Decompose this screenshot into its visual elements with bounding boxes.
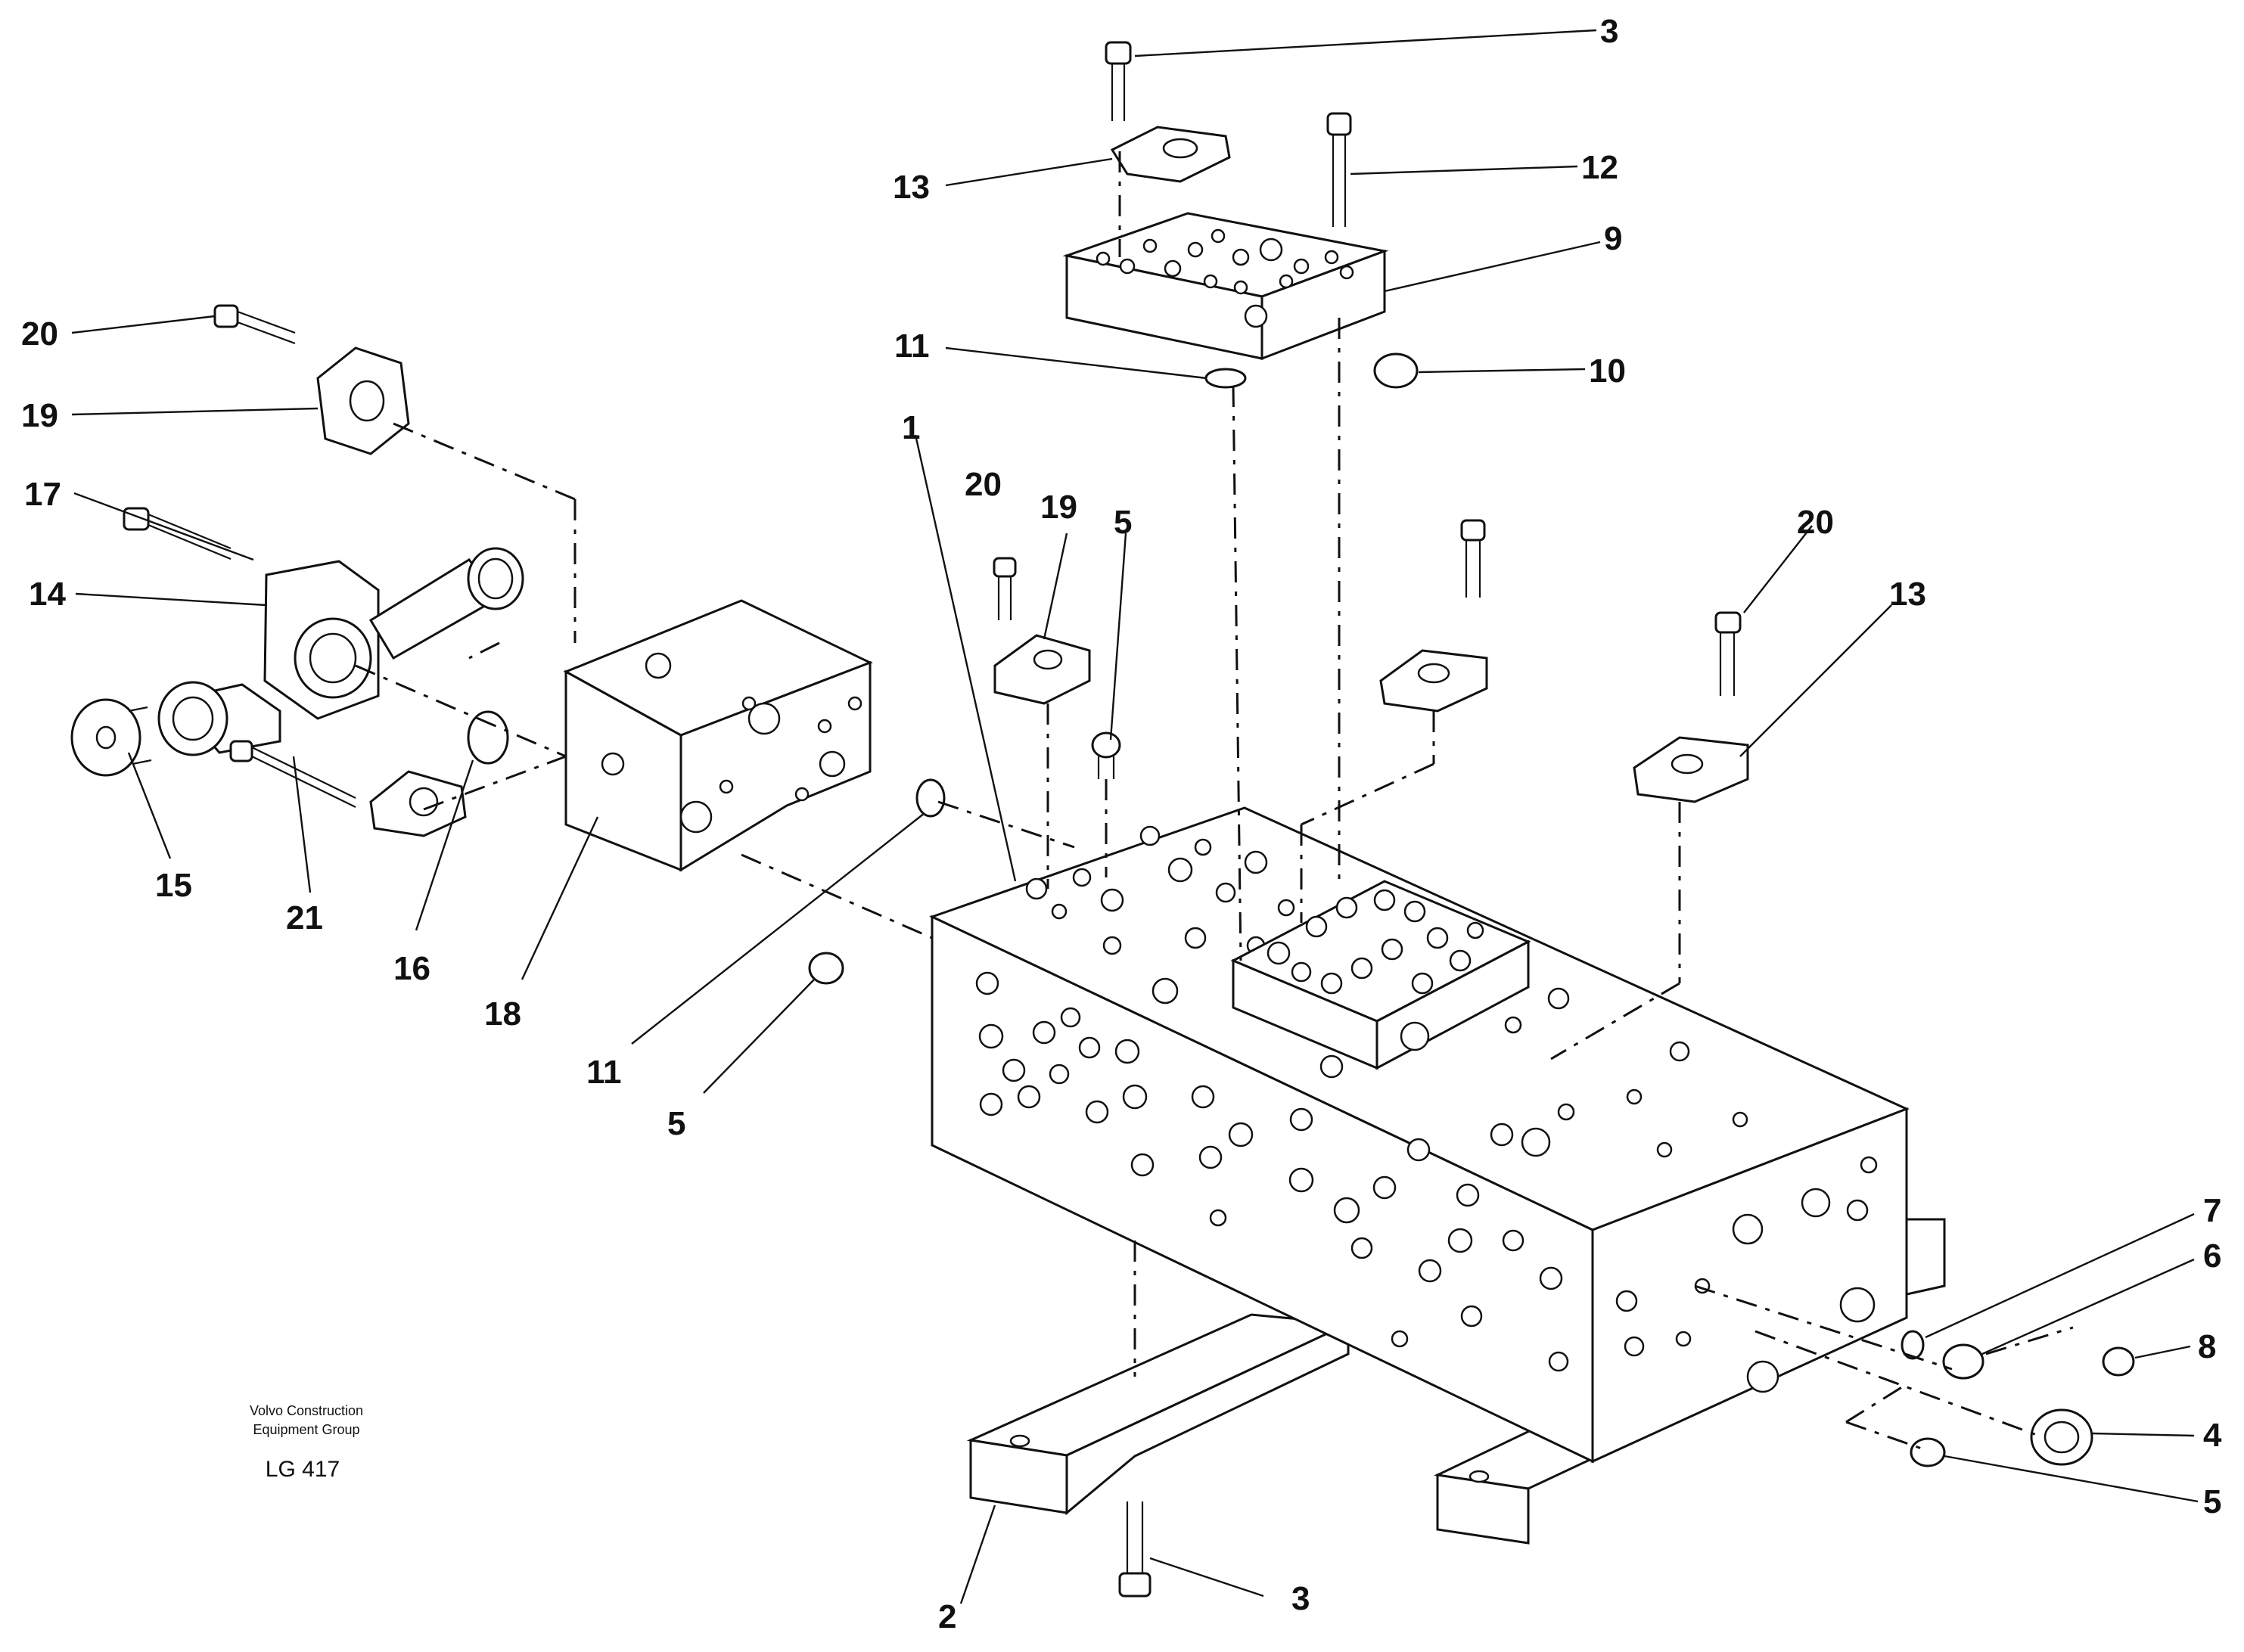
- callout-3-bottom: 3: [1291, 1580, 1310, 1617]
- plug-5-top: [1091, 731, 1121, 779]
- flange-mid-right: [1379, 649, 1488, 713]
- assembly-lines: [355, 151, 2074, 1450]
- callout-12: 12: [1581, 149, 1618, 186]
- callout-2: 2: [938, 1598, 956, 1635]
- plug-10: [1373, 352, 1419, 389]
- main-block-front-holes: [975, 971, 1645, 1372]
- callout-6: 6: [2203, 1237, 2221, 1275]
- callout-17: 17: [24, 476, 61, 513]
- callout-9: 9: [1604, 220, 1622, 257]
- callout-5-mid: 5: [667, 1105, 685, 1142]
- o-ring-11-mid: [915, 778, 946, 818]
- callout-20-left: 20: [21, 315, 58, 352]
- flange-19-mid: [993, 634, 1091, 705]
- bolt-20-left: [213, 304, 296, 345]
- callout-13-top: 13: [893, 169, 930, 206]
- fitting-6: [1942, 1343, 1984, 1380]
- callout-14: 14: [29, 576, 66, 613]
- bolt-mid-right: [1460, 519, 1486, 598]
- callout-19-mid: 19: [1040, 489, 1077, 526]
- flange-13-right: [1633, 736, 1749, 803]
- bolt-17: [123, 507, 232, 560]
- callout-19-left: 19: [21, 397, 58, 434]
- callout-1: 1: [902, 409, 920, 446]
- leader-lines: [71, 29, 2199, 1604]
- plug-5-mid: [808, 952, 844, 985]
- bolt-21: [229, 740, 356, 808]
- callout-5-top: 5: [1114, 504, 1132, 541]
- callout-18: 18: [484, 995, 521, 1032]
- callout-10: 10: [1589, 352, 1626, 390]
- o-ring-16: [467, 710, 509, 765]
- bolt-3-top: [1105, 41, 1132, 121]
- main-block-top-holes: [1025, 825, 1748, 1158]
- plug-8: [2102, 1346, 2135, 1377]
- main-block-end-holes: [1675, 1156, 1878, 1393]
- callout-15: 15: [155, 867, 192, 904]
- plug-4: [2030, 1408, 2093, 1466]
- callout-20-mid: 20: [965, 466, 1002, 503]
- bolt-20-mid: [993, 557, 1017, 620]
- callout-11-mid: 11: [586, 1054, 622, 1091]
- callout-8: 8: [2198, 1328, 2216, 1365]
- flange-small-left: [369, 770, 467, 837]
- company-line-1: Volvo Construction: [250, 1403, 363, 1418]
- callout-3-top: 3: [1600, 13, 1618, 50]
- company-line-2: Equipment Group: [253, 1422, 359, 1437]
- callout-21: 21: [286, 899, 323, 936]
- plug-5-right: [1910, 1437, 1946, 1467]
- mounted-sub-block: [1230, 880, 1531, 1070]
- callout-7: 7: [2203, 1192, 2221, 1229]
- support-beam-front: [966, 1313, 1353, 1516]
- elbow-fitting: [157, 547, 524, 756]
- callout-16: 16: [393, 950, 430, 987]
- callout-11-top: 11: [894, 328, 930, 365]
- flange-13-top: [1110, 126, 1231, 183]
- callout-4: 4: [2203, 1417, 2222, 1454]
- callout-5-right: 5: [2203, 1483, 2221, 1520]
- o-ring-11-top: [1204, 368, 1247, 389]
- figure-code: LG 417: [266, 1457, 340, 1482]
- flange-19-left: [316, 346, 410, 455]
- callout-labels: 3 13 12 9 11 10 20 19 17 14 15 21 16 18 …: [21, 13, 2222, 1635]
- bolt-12: [1326, 112, 1352, 227]
- callout-20-right: 20: [1797, 504, 1834, 541]
- section-block: [563, 599, 873, 872]
- plug: [70, 698, 152, 777]
- bolt-20-right: [1714, 611, 1742, 696]
- drawing-footer: Volvo Construction Equipment Group LG 41…: [250, 1403, 363, 1482]
- bolt-3-bottom: [1118, 1501, 1152, 1598]
- o-ring-7: [1901, 1330, 1925, 1360]
- callout-13-right: 13: [1889, 576, 1926, 613]
- top-plate: [1062, 212, 1389, 361]
